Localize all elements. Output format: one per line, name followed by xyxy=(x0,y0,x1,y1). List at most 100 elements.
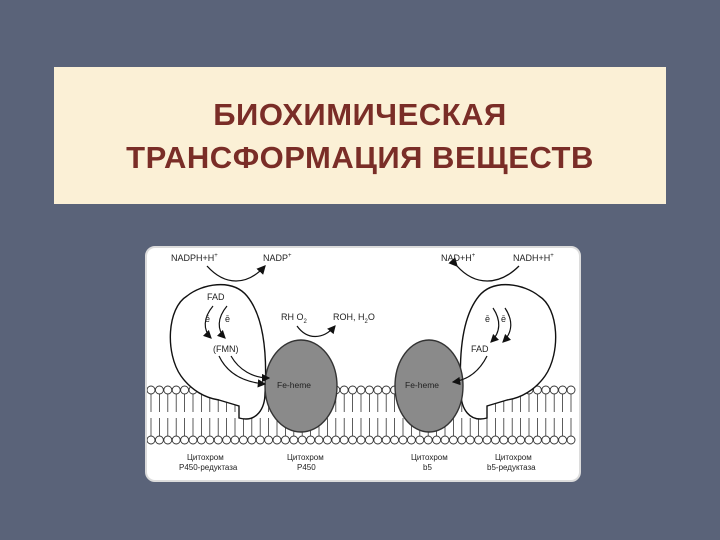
lipid-head xyxy=(255,435,265,445)
svg-text:b5-редуктаза: b5-редуктаза xyxy=(487,463,536,472)
diagram-svg: NADPH+H+ NADP+ NAD+H+ NADH+H+ FAD ē ē (F… xyxy=(147,253,576,472)
svg-text:Цитохром: Цитохром xyxy=(187,453,224,462)
lipid-head xyxy=(566,385,576,395)
lipid-head xyxy=(171,435,181,445)
label-electron-left-2: ē xyxy=(225,314,230,324)
lipid-head xyxy=(390,435,400,445)
lipid-head xyxy=(507,435,517,445)
lipid-head xyxy=(280,435,290,445)
lipid-head xyxy=(196,435,206,445)
lipid-head xyxy=(331,435,341,445)
lipid-head xyxy=(272,435,282,445)
title-box: БИОХИМИЧЕСКАЯ ТРАНСФОРМАЦИЯ ВЕЩЕСТВ xyxy=(54,67,666,204)
lipid-head xyxy=(406,435,416,445)
lipid-head xyxy=(154,385,164,395)
lipid-head xyxy=(314,435,324,445)
lipid-head xyxy=(163,385,173,395)
b5-reductase-shape xyxy=(459,283,557,420)
lipid-head xyxy=(205,435,215,445)
lipid-head xyxy=(180,385,190,395)
electron-arrow-right-1 xyxy=(490,307,500,343)
label-product: ROH, H2O xyxy=(333,312,375,325)
lipid-head xyxy=(171,385,181,395)
lipid-head xyxy=(373,385,383,395)
svg-text:Цитохром: Цитохром xyxy=(411,453,448,462)
label-fad-left: FAD xyxy=(207,292,225,302)
nad-arrow xyxy=(448,257,520,282)
lipid-head xyxy=(297,435,307,445)
cytochrome-b5-shape xyxy=(394,339,464,433)
lipid-head xyxy=(381,385,391,395)
lipid-head xyxy=(558,385,568,395)
fmn-arrow-2 xyxy=(230,355,271,383)
caption-p450-reductase: Цитохром Р450-редуктаза xyxy=(179,453,238,472)
lipid-head xyxy=(322,435,332,445)
label-electron-right-2: ē xyxy=(501,314,506,324)
label-nadph: NADPH+H+ xyxy=(171,253,218,263)
lipid-head xyxy=(398,435,408,445)
lipid-head xyxy=(306,435,316,445)
lipid-head xyxy=(289,435,299,445)
lipid-head xyxy=(490,435,500,445)
lipid-head xyxy=(356,435,366,445)
lipid-head xyxy=(364,385,374,395)
lipid-head xyxy=(432,435,442,445)
lipid-head xyxy=(566,435,576,445)
label-electron-right-1: ē xyxy=(485,314,490,324)
lipid-head xyxy=(180,435,190,445)
label-nadh: NADH+H+ xyxy=(513,253,554,263)
electron-arrow-left-1 xyxy=(202,305,214,339)
label-heme-right: Fe-heme xyxy=(405,380,439,390)
label-substrate: RH O2 xyxy=(281,312,308,325)
lipid-head xyxy=(423,435,433,445)
lipid-head xyxy=(356,385,366,395)
lipid-head xyxy=(482,435,492,445)
title-line-1: БИОХИМИЧЕСКАЯ xyxy=(213,96,507,132)
fmn-arrow-1 xyxy=(218,355,267,388)
lipid-head xyxy=(154,435,164,445)
lipid-head xyxy=(213,435,223,445)
lipid-head xyxy=(264,435,274,445)
lipid-head xyxy=(364,435,374,445)
caption-p450: Цитохром Р450 xyxy=(287,453,324,472)
lipid-head xyxy=(348,435,358,445)
caption-b5-reductase: Цитохром b5-редуктаза xyxy=(487,453,536,472)
lipid-head xyxy=(381,435,391,445)
lipid-head xyxy=(339,435,349,445)
lipid-head xyxy=(549,435,559,445)
lipid-head xyxy=(532,435,542,445)
electron-arrow-left-2 xyxy=(216,305,228,339)
svg-text:Р450-редуктаза: Р450-редуктаза xyxy=(179,463,238,472)
lipid-head xyxy=(516,435,526,445)
lipid-head xyxy=(524,435,534,445)
lipid-head xyxy=(465,435,475,445)
p450-reductase-shape xyxy=(169,283,267,420)
lipid-head xyxy=(440,435,450,445)
lipid-head xyxy=(339,385,349,395)
svg-text:Р450: Р450 xyxy=(297,463,316,472)
lipid-head xyxy=(457,435,467,445)
label-heme-left: Fe-heme xyxy=(277,380,311,390)
title-line-2: ТРАНСФОРМАЦИЯ ВЕЩЕСТВ xyxy=(126,139,594,175)
nadph-arrow xyxy=(206,265,266,282)
lipid-head xyxy=(348,385,358,395)
caption-b5: Цитохром b5 xyxy=(411,453,448,472)
fad-arrow-right xyxy=(451,355,488,386)
lipid-head xyxy=(188,435,198,445)
lipid-head xyxy=(541,435,551,445)
lipid-head xyxy=(474,435,484,445)
svg-text:Цитохром: Цитохром xyxy=(495,453,532,462)
lipid-head xyxy=(147,385,156,395)
lipid-head xyxy=(238,435,248,445)
svg-text:Цитохром: Цитохром xyxy=(287,453,324,462)
lipid-head xyxy=(499,435,509,445)
lipid-head xyxy=(558,435,568,445)
label-fad-right: FAD xyxy=(471,344,489,354)
lipid-head xyxy=(163,435,173,445)
label-nad: NAD+H+ xyxy=(441,253,476,263)
lipid-head xyxy=(222,435,232,445)
lipid-head xyxy=(549,385,559,395)
label-nadp: NADP+ xyxy=(263,253,292,263)
label-fmn: (FMN) xyxy=(213,344,239,354)
lipid-head xyxy=(147,435,156,445)
